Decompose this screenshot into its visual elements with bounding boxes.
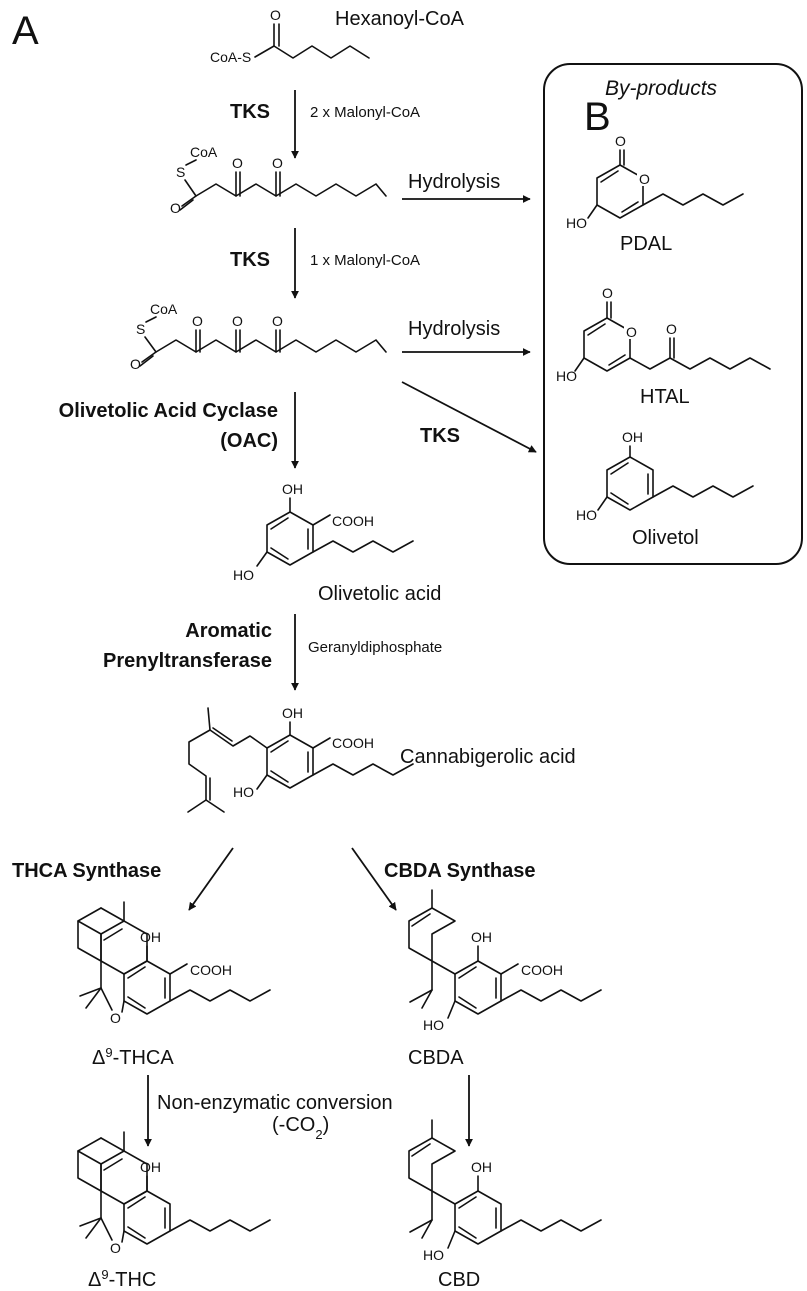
hydrolysis-label-1: Hydrolysis — [408, 171, 500, 193]
svg-text:O: O — [270, 7, 281, 23]
svg-text:O: O — [110, 1010, 121, 1026]
svg-text:O: O — [602, 285, 613, 301]
malonyl-coa-2x-label: 2 x Malonyl-CoA — [310, 104, 420, 121]
htal-structure: O O HO O — [556, 285, 771, 384]
cannabigerolic-acid-label: Cannabigerolic acid — [400, 746, 576, 768]
svg-text:O: O — [110, 1240, 121, 1256]
prenyltransferase-label-line2: Prenyltransferase — [103, 650, 272, 672]
gpp-label: Geranyldiphosphate — [308, 639, 442, 656]
svg-text:OH: OH — [471, 929, 492, 945]
cbda-synthase-arrow — [351, 847, 397, 911]
svg-text:HO: HO — [576, 507, 597, 523]
svg-text:COOH: COOH — [521, 962, 563, 978]
pdal-structure: O O HO — [566, 133, 744, 231]
panel-label-a: A — [12, 9, 39, 53]
pdal-label: PDAL — [620, 233, 672, 255]
tks-label-2: TKS — [230, 249, 270, 271]
svg-text:CoA: CoA — [190, 144, 218, 160]
cbda-structure: HO OH COOH — [408, 889, 602, 1033]
tetraketide-intermediate-structure: CoA S O O O O — [130, 301, 387, 372]
triketide-intermediate-structure: CoA S O O O — [170, 144, 387, 216]
svg-text:O: O — [626, 324, 637, 340]
svg-text:OH: OH — [471, 1159, 492, 1175]
svg-text:O: O — [130, 356, 141, 372]
svg-text:O: O — [666, 321, 677, 337]
svg-text:HO: HO — [233, 567, 254, 583]
thca-structure: O OH COOH — [77, 901, 271, 1026]
byproducts-box — [543, 63, 803, 565]
svg-text:O: O — [232, 313, 243, 329]
cbd-structure: HO OH — [408, 1119, 602, 1263]
hexanoyl-coa-label: Hexanoyl-CoA — [335, 8, 465, 30]
hexanoyl-coa-structure: CoA-S O — [210, 7, 370, 65]
oac-label-line1: Olivetolic Acid Cyclase — [59, 400, 278, 422]
co2-label: (-CO2) — [272, 1114, 329, 1142]
svg-text:OH: OH — [140, 1159, 161, 1175]
cannabigerolic-acid-structure: OH COOH HO — [187, 705, 414, 813]
olivetol-label: Olivetol — [632, 527, 699, 549]
thc-label: Δ9-THC — [88, 1267, 156, 1291]
svg-text:COOH: COOH — [190, 962, 232, 978]
svg-text:COOH: COOH — [332, 735, 374, 751]
svg-text:OH: OH — [282, 481, 303, 497]
nonenzymatic-conversion-label: Non-enzymatic conversion — [157, 1092, 393, 1114]
thca-label: Δ9-THCA — [92, 1045, 174, 1070]
svg-text:O: O — [170, 200, 181, 216]
cbd-label: CBD — [438, 1269, 480, 1291]
byproducts-title: By-products — [605, 77, 718, 100]
thca-synthase-arrow — [188, 847, 234, 911]
tks-label-3: TKS — [420, 425, 460, 447]
prenyltransferase-label-line1: Aromatic — [185, 620, 272, 642]
svg-text:HO: HO — [233, 784, 254, 800]
thca-synthase-label: THCA Synthase — [12, 860, 161, 882]
thc-structure: O OH — [77, 1131, 271, 1256]
svg-text:O: O — [232, 155, 243, 171]
svg-text:HO: HO — [423, 1247, 444, 1263]
panel-label-b: B — [584, 95, 611, 139]
tks-label-1: TKS — [230, 101, 270, 123]
svg-text:HO: HO — [423, 1017, 444, 1033]
svg-text:OH: OH — [282, 705, 303, 721]
svg-text:O: O — [272, 155, 283, 171]
oac-label-line2: (OAC) — [220, 430, 278, 452]
svg-text:O: O — [192, 313, 203, 329]
svg-text:COOH: COOH — [332, 513, 374, 529]
svg-text:O: O — [639, 171, 650, 187]
olivetolic-acid-structure: OH COOH HO — [233, 481, 414, 583]
svg-text:S: S — [176, 164, 185, 180]
hydrolysis-label-2: Hydrolysis — [408, 318, 500, 340]
cbda-synthase-label: CBDA Synthase — [384, 860, 536, 882]
svg-text:HO: HO — [566, 215, 587, 231]
svg-text:CoA: CoA — [150, 301, 178, 317]
svg-text:S: S — [136, 321, 145, 337]
malonyl-coa-1x-label: 1 x Malonyl-CoA — [310, 252, 420, 269]
svg-text:O: O — [615, 133, 626, 149]
svg-text:HO: HO — [556, 368, 577, 384]
svg-text:CoA-S: CoA-S — [210, 49, 251, 65]
svg-text:OH: OH — [622, 429, 643, 445]
htal-label: HTAL — [640, 386, 690, 408]
olivetol-structure: OH HO — [576, 429, 754, 523]
svg-text:OH: OH — [140, 929, 161, 945]
olivetolic-acid-label: Olivetolic acid — [318, 583, 441, 605]
tks-arrow-olivetol — [401, 381, 537, 453]
cbda-label: CBDA — [408, 1047, 464, 1069]
svg-text:O: O — [272, 313, 283, 329]
